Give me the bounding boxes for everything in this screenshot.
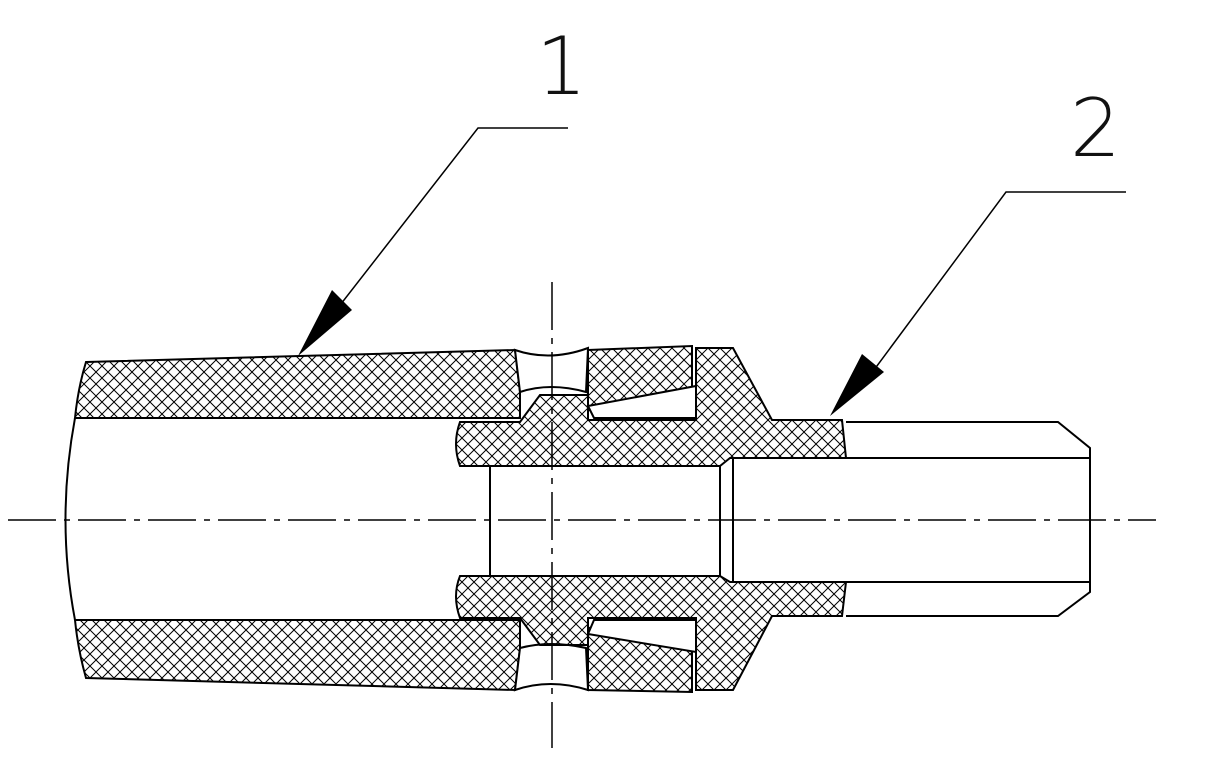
part1-left-end <box>64 417 76 621</box>
part2-spigot <box>846 421 1091 617</box>
leader-arrow-2 <box>830 354 884 416</box>
callout-label-1: 1 <box>536 20 587 113</box>
part2-bottom-slot <box>586 619 697 654</box>
part1-top-wall <box>73 348 521 419</box>
callout-label-2: 2 <box>1070 82 1121 175</box>
leader-line-1 <box>329 127 568 319</box>
part2-bottom-body <box>455 575 848 691</box>
leader-arrow-1 <box>298 290 352 356</box>
leader-line-2 <box>867 191 1126 379</box>
part2-top-slot <box>586 384 697 419</box>
part2-top-body <box>455 347 848 467</box>
part1-bottom-wall <box>73 619 521 692</box>
